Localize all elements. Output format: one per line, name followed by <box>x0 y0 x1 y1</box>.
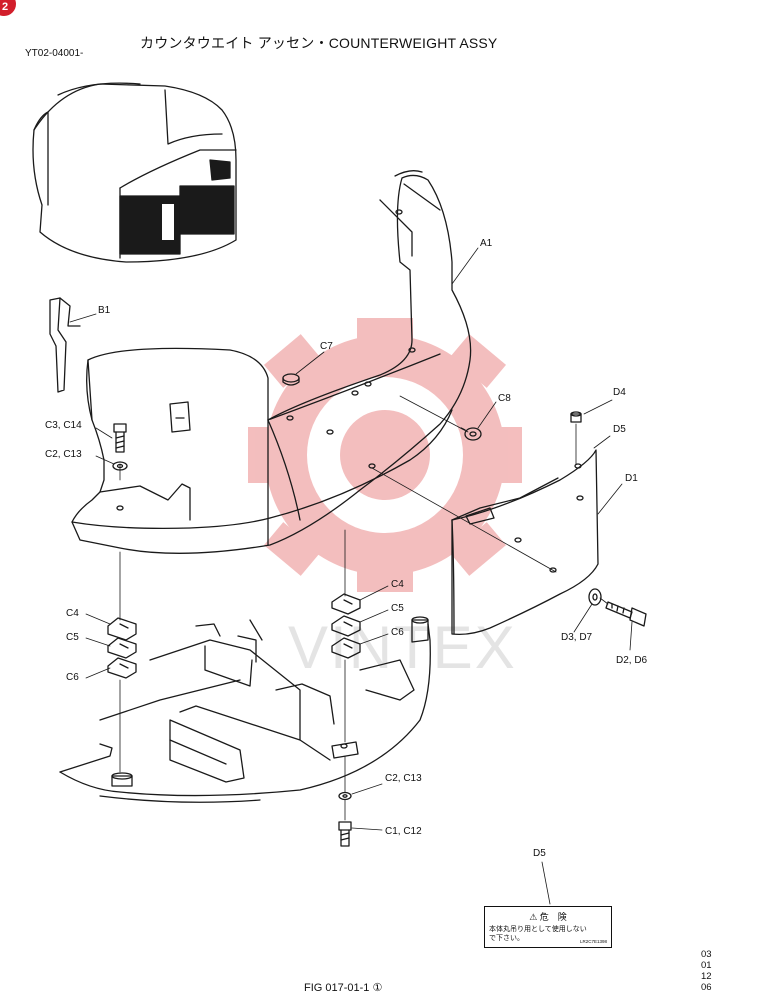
callout-c2-c13-upper: C2, C13 <box>45 449 82 460</box>
callout-d5-upper: D5 <box>613 424 626 435</box>
warning-decal-line-2: で下さい。 <box>489 935 524 942</box>
callout-d3-d7: D3, D7 <box>561 632 593 643</box>
leader-lines <box>69 247 633 905</box>
document-id: YT02-04001- <box>25 48 84 59</box>
callout-d1: D1 <box>625 473 638 484</box>
shim-stack-left <box>107 617 137 679</box>
watermark-text: VINTEX <box>288 614 517 681</box>
washer-c2-lower <box>338 791 352 801</box>
washer-d3 <box>588 588 602 606</box>
counterweight-a1 <box>71 170 472 554</box>
callout-d5-lower: D5 <box>533 848 546 859</box>
callout-c6-right: C6 <box>391 627 404 638</box>
warning-decal-heading: ⚠ 危 険 <box>529 912 567 922</box>
warning-decal-text: 本体丸吊り用として使用しない で下さい。 <box>489 925 587 943</box>
callout-c4-left: C4 <box>66 608 79 619</box>
additional-weight-d1 <box>451 449 599 636</box>
page-title: カウンタウエイト アッセン・COUNTERWEIGHT ASSY <box>140 35 498 51</box>
callout-d4: D4 <box>613 387 626 398</box>
callout-c5-left: C5 <box>66 632 79 643</box>
machine-thumbnail <box>32 82 237 263</box>
callout-a1: A1 <box>480 238 493 249</box>
callout-c4-right: C4 <box>391 579 404 590</box>
upper-frame <box>59 616 431 803</box>
revision-code: 03 <box>701 949 712 960</box>
callout-c8: C8 <box>498 393 511 404</box>
revision-code: 06 <box>701 982 712 993</box>
callout-c6-left: C6 <box>66 672 79 683</box>
watermark-gear-logo <box>248 318 522 592</box>
callout-c3-c14: C3, C14 <box>45 420 82 431</box>
callout-c2-c13-lower: C2, C13 <box>385 773 422 784</box>
cap-c7 <box>282 373 300 386</box>
callout-b1: B1 <box>98 305 111 316</box>
callout-d2-d6: D2, D6 <box>616 655 648 666</box>
bolt-c3 <box>113 423 127 453</box>
page-badge: 2 <box>0 0 16 16</box>
revision-code: 01 <box>701 960 712 971</box>
bolt-d2 <box>605 601 647 627</box>
warning-decal-line-1: 本体丸吊り用として使用しない <box>489 926 587 933</box>
shim-stack-right <box>331 593 361 659</box>
bracket-b1 <box>49 297 81 393</box>
bolt-c1 <box>338 821 352 847</box>
warning-decal-d5: ⚠ 危 険 本体丸吊り用として使用しない で下さい。 LR2C7E1398 <box>484 906 612 948</box>
callout-c7: C7 <box>320 341 333 352</box>
cap-d4 <box>570 411 582 423</box>
callout-c5-right: C5 <box>391 603 404 614</box>
warning-decal-code: LR2C7E1398 <box>579 939 607 944</box>
revision-codes: 03 01 12 06 <box>701 949 712 993</box>
figure-number: FIG 017-01-1 ① <box>304 982 383 994</box>
callout-c1-c12: C1, C12 <box>385 826 422 837</box>
revision-code: 12 <box>701 971 712 982</box>
page-badge-number: 2 <box>2 1 9 13</box>
assembly-lines <box>119 395 609 821</box>
